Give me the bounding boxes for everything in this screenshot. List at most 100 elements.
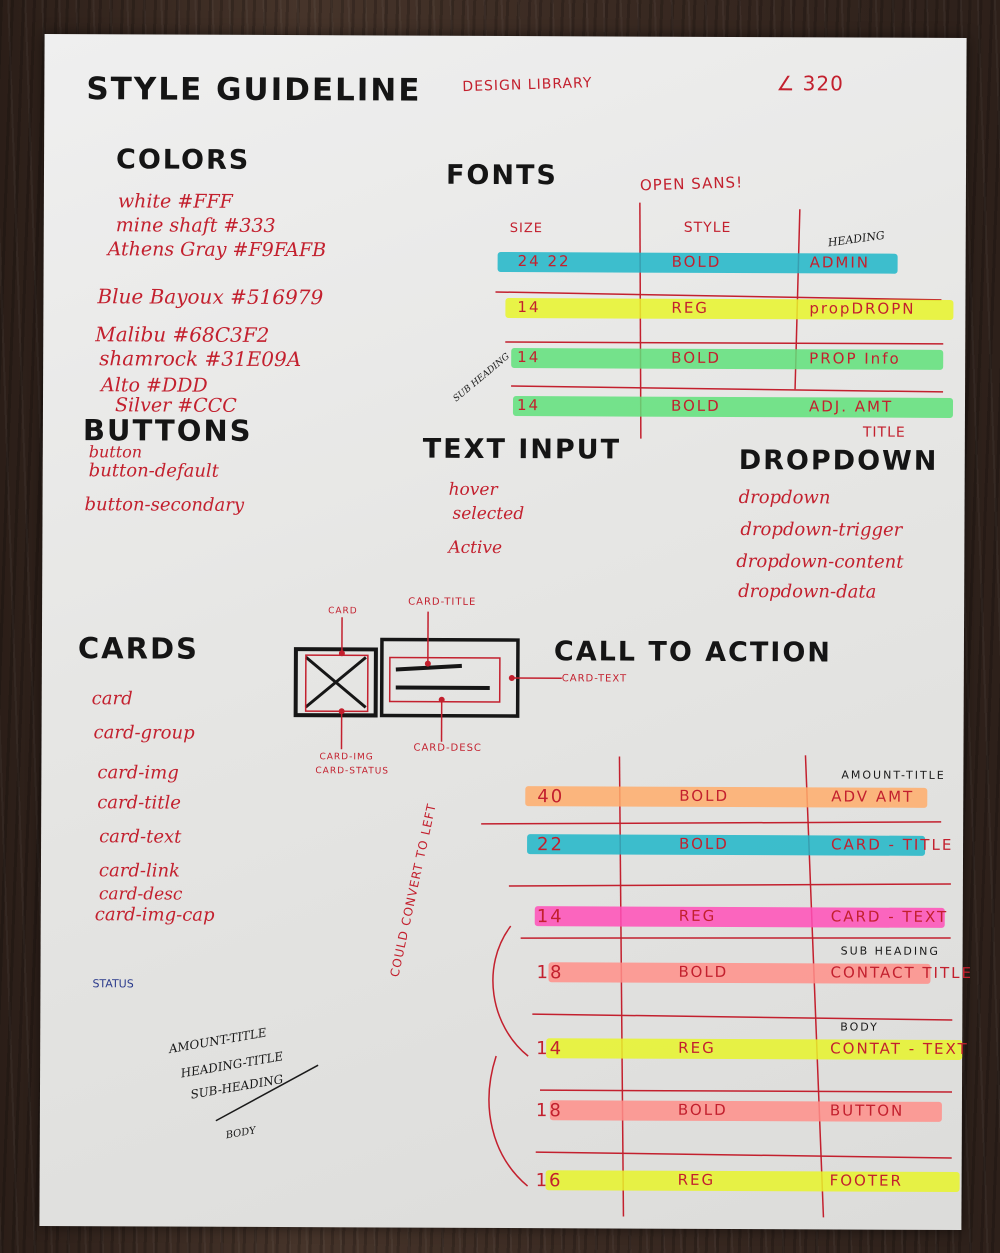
cta-cell-use: CARD - TITLE (831, 835, 954, 854)
color-item: Blue Bayoux #516979 (97, 284, 324, 310)
cta-grid-line (508, 883, 951, 887)
colors-heading: COLORS (115, 144, 251, 176)
page-subtitle: DESIGN LIBRARY (462, 75, 593, 96)
cta-grid-line (535, 1151, 952, 1159)
cta-cell-size: 18 (535, 1100, 563, 1122)
card-diagram-label-title: CARD-TITLE (408, 596, 477, 608)
fonts-cell-style: BOLD (670, 396, 721, 415)
fonts-grid-line (505, 341, 944, 345)
color-item: mine shaft #333 (115, 214, 276, 238)
cards-heading: CARDS (77, 631, 200, 666)
color-item: Athens Gray #F9FAFB (107, 238, 327, 262)
color-item: Malibu #68C3F2 (95, 322, 270, 347)
page-title: STYLE GUIDELINE (86, 71, 422, 109)
button-item: button (88, 442, 143, 462)
fonts-cell-style: BOLD (671, 348, 721, 367)
card-item: card-title (97, 792, 181, 814)
card-item: card-group (93, 722, 195, 744)
dropdown-item: dropdown-data (738, 581, 877, 603)
cta-cell-use: CONTACT TITLE (830, 963, 974, 983)
fonts-grid-line (511, 385, 944, 393)
cta-cell-size: 14 (536, 906, 564, 928)
cta-cell-style: BOLD (679, 786, 730, 805)
fonts-cell-size: 14 (517, 348, 541, 367)
cta-arrow (488, 1055, 529, 1187)
fonts-cell-size: 14 (517, 298, 541, 317)
card-diagram-label-text: CARD-TEXT (561, 673, 628, 685)
cta-grid-line (804, 755, 825, 1218)
dropdown-item: dropdown-content (736, 551, 904, 573)
cta-cell-size: 14 (536, 1038, 564, 1060)
color-item: white #FFF (117, 190, 233, 213)
text-input-item: selected (452, 503, 525, 525)
cta-arrow (492, 925, 529, 1057)
cta-cell-note: SUB HEADING (840, 944, 940, 958)
fonts-side-note: SUB HEADING (451, 351, 512, 405)
text-input-item: hover (448, 479, 498, 500)
dropdown-item: dropdown (738, 487, 831, 509)
cta-cell-use: ADV AMT (831, 787, 915, 806)
color-item: Alto #DDD (101, 374, 208, 397)
card-item: card-img (97, 762, 179, 784)
cta-grid-line (539, 1089, 953, 1093)
card-item: card (91, 688, 133, 710)
cta-grid-line (520, 937, 951, 939)
fonts-col-style: STYLE (683, 219, 732, 236)
cta-cell-size: 22 (537, 834, 565, 856)
status-hierarchy-item: SUB-HEADING (189, 1072, 285, 1102)
cta-cell-style: BOLD (677, 1100, 728, 1119)
card-item: card-img-cap (94, 904, 215, 926)
dropdown-heading: DROPDOWN (738, 445, 939, 477)
fonts-family-note: OPEN SANS! (639, 173, 744, 195)
cta-cell-style: REG (678, 906, 717, 925)
card-item: card-link (98, 860, 181, 882)
cta-cell-use: FOOTER (829, 1171, 903, 1190)
fonts-title-note: TITLE (862, 424, 906, 441)
fonts-cell-use: PROP Info (809, 349, 901, 368)
cta-cell-size: 16 (535, 1170, 563, 1192)
cta-cell-style: BOLD (679, 834, 729, 853)
cta-cell-style: REG (678, 1038, 716, 1057)
cta-cell-use: CONTAT - TEXT (830, 1039, 969, 1059)
cta-cell-size: 18 (536, 962, 564, 984)
cta-cell-use: BUTTON (829, 1101, 905, 1120)
card-diagram-label-desc: CARD-DESC (413, 742, 482, 754)
button-item: button-secondary (84, 494, 245, 516)
fonts-col-heading-note: HEADING (827, 228, 886, 250)
cta-cell-note: AMOUNT-TITLE (841, 768, 946, 782)
cta-cell-note: BODY (840, 1020, 879, 1034)
cta-cell-style: REG (677, 1170, 716, 1189)
status-hierarchy-item: AMOUNT-TITLE (167, 1025, 268, 1057)
color-item: shamrock #31E09A (99, 346, 302, 372)
fonts-cell-size: 24 22 (517, 252, 571, 271)
text-input-heading: TEXT INPUT (422, 433, 622, 466)
fonts-cell-size: 14 (516, 396, 541, 415)
cta-cell-use: CARD - TEXT (830, 907, 949, 926)
fonts-cell-use: ADJ. AMT (808, 397, 894, 416)
cta-cell-style: BOLD (678, 962, 729, 981)
fonts-cell-use: ADMIN (809, 253, 871, 272)
status-label: STATUS (92, 977, 134, 991)
card-item: card-text (99, 826, 182, 848)
paper-sheet: STYLE GUIDELINE DESIGN LIBRARY ∠ 320 COL… (39, 33, 973, 1231)
card-diagram-label-status: CARD-STATUS (315, 766, 390, 777)
cta-grid-line (618, 756, 625, 1217)
dropdown-item: dropdown-trigger (740, 519, 903, 541)
card-item: card-desc (98, 884, 183, 905)
cta-grid-line (532, 1013, 953, 1021)
button-item: button-default (88, 460, 219, 482)
corner-note: ∠ 320 (776, 71, 844, 96)
cta-cell-size: 40 (537, 786, 565, 808)
cta-side-note: COULD CONVERT TO LEFT (387, 801, 439, 979)
status-hierarchy-item: BODY (225, 1125, 257, 1142)
fonts-heading: FONTS (445, 159, 558, 192)
text-input-item: Active (448, 537, 503, 558)
fonts-col-size: SIZE (509, 221, 544, 237)
fonts-cell-style: BOLD (671, 252, 722, 271)
cta-heading: CALL TO ACTION (553, 636, 832, 669)
fonts-cell-style: REG (671, 298, 709, 317)
fonts-cell-use: propDROPN (809, 299, 916, 318)
card-diagram-label-img: CARD-IMG (319, 752, 374, 763)
card-diagram-label-card: CARD (328, 606, 358, 617)
cta-grid-line (481, 821, 942, 825)
